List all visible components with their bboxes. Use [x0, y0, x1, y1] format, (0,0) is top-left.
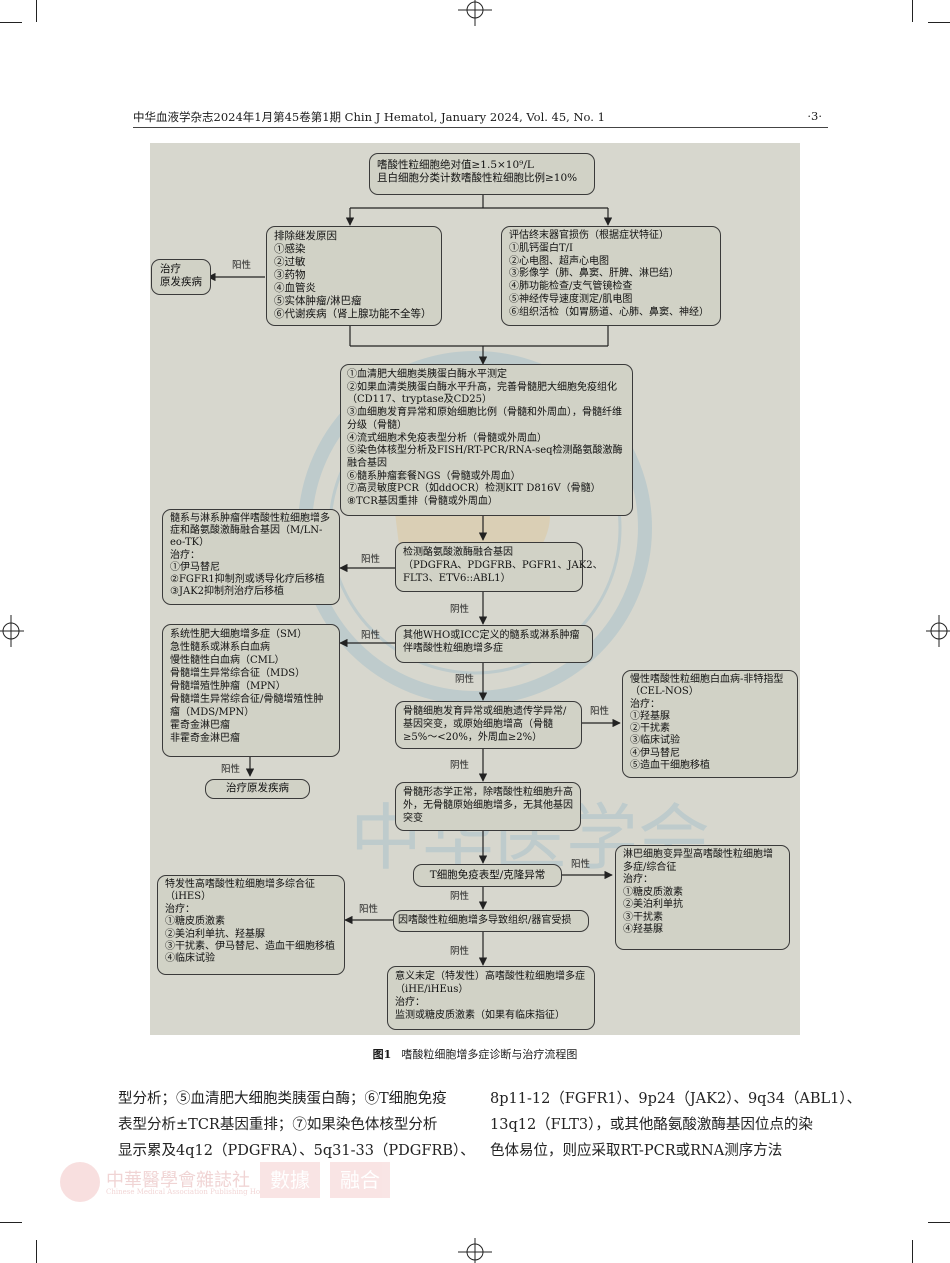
box-t-cell-abnormal: T细胞免疫表型/克隆异常: [413, 864, 562, 887]
box-treat-primary-2: 治疗原发疾病: [205, 779, 310, 799]
label-positive: 阳性: [361, 554, 381, 565]
label-positive: 阳性: [232, 260, 252, 271]
label-negative: 阴性: [450, 604, 470, 615]
body-column-right: 8p11-12（FGFR1）、9p24（JAK2）、9q34（ABL1）、 13…: [490, 1091, 862, 1159]
crop-mark: [36, 0, 37, 22]
crop-mark: [912, 1240, 913, 1263]
box-exclude-secondary: 排除继发原因 ①感染 ②过敏 ③药物 ④血管炎 ⑤实体肿瘤/淋巴瘤 ⑥代谢疾病（…: [266, 226, 442, 326]
crop-mark: [0, 1222, 22, 1223]
running-header: 中华血液学杂志2024年1月第45卷第1期 Chin J Hematol, Ja…: [133, 109, 822, 125]
caption-text: 嗜酸粒细胞增多症诊断与治疗流程图: [401, 1048, 578, 1061]
crop-mark: [36, 1240, 37, 1263]
box-other-diagnoses: 系统性肥大细胞增多症（SM） 急性髓系或淋系白血病 慢性髓性白血病（CML） 骨…: [162, 624, 340, 757]
box-cel-nos: 慢性嗜酸性粒细胞白血病-非特指型（CEL-NOS） 治疗： ①羟基脲 ②干扰素 …: [622, 670, 798, 778]
registration-mark-right: [926, 615, 950, 647]
box-organ-damage: 因嗜酸性粒细胞增多导致组织/器官受损: [393, 910, 589, 932]
header-rule: [133, 127, 828, 128]
box-treat-primary: 治疗 原发疾病: [151, 259, 211, 295]
label-negative: 阴性: [450, 891, 470, 902]
publisher-mark: 融合: [330, 1162, 390, 1198]
publisher-mark: 數據: [260, 1162, 320, 1198]
registration-mark-top: [458, 0, 492, 26]
label-positive: 阳性: [590, 706, 610, 717]
label-positive: 阳性: [359, 904, 379, 915]
box-tk-fusion-detection: 检测酪氨酸激酶融合基因 （PDGFRA、PDGFRB、PGFR1、JAK2、 F…: [395, 542, 603, 592]
box-organ-assessment: 评估终末器官损伤（根据症状特征） ①肌钙蛋白T/I ②心电图、超声心电图 ③影像…: [501, 226, 721, 326]
box-diagnostic-workup: ①血清肥大细胞类胰蛋白酶水平测定 ②如果血清类胰蛋白酶水平升高，完善骨髓肥大细胞…: [340, 364, 633, 516]
box-normal-marrow: 骨髓形态学正常，除嗜酸性粒细胞升高外，无骨髓原始细胞增多，无其他基因突变: [395, 782, 581, 831]
crop-mark: [928, 1222, 950, 1223]
figure-caption: 图1 嗜酸粒细胞增多症诊断与治疗流程图: [0, 1046, 950, 1062]
label-negative: 阴性: [450, 760, 470, 771]
label-positive: 阳性: [361, 630, 381, 641]
box-ihes: 特发性高嗜酸性粒细胞增多综合征（iHES） 治疗： ①糖皮质激素 ②美泊利单抗、…: [157, 875, 345, 975]
label-negative: 阴性: [455, 674, 475, 685]
crop-mark: [0, 22, 22, 23]
publisher-logo: 中華醫學會雜誌社 Chinese Medical Association Pub…: [60, 1162, 420, 1204]
box-who-icc-neoplasm: 其他WHO或ICC定义的髓系或淋系肿瘤伴嗜酸性粒细胞增多症: [395, 625, 593, 663]
box-abnormal-marrow: 骨髓细胞发育异常或细胞遗传学异常/基因突变，或原始细胞增高（骨髓≥5%～<20%…: [395, 701, 582, 749]
box-lymphocytic-variant: 淋巴细胞变异型高嗜酸性粒细胞增多症/综合征 治疗： ①糖皮质激素 ②美泊利单抗 …: [615, 845, 790, 950]
page-number: ·3·: [807, 109, 822, 123]
label-positive: 阳性: [571, 859, 591, 870]
body-column-left: 型分析；⑤血清肥大细胞类胰蛋白酶；⑥T细胞免疫 表型分析±TCR基因重排；⑦如果…: [118, 1091, 475, 1159]
flowchart-figure: 中华医学会: [150, 143, 800, 1035]
label-positive: 阳性: [221, 764, 241, 775]
publisher-emblem-icon: [60, 1162, 100, 1202]
registration-mark-left: [0, 615, 24, 647]
box-undetermined-significance: 意义未定（特发性）高嗜酸性粒细胞增多症（iHE/iHEus） 治疗： 监测或糖皮…: [387, 966, 595, 1030]
crop-mark: [912, 0, 913, 22]
caption-label: 图1: [372, 1048, 392, 1061]
box-eosinophil-criteria: 嗜酸性粒细胞绝对值≥1.5×10⁹/L 且白细胞分类计数嗜酸性粒细胞比例≥10%: [369, 153, 595, 195]
journal-citation: 中华血液学杂志2024年1月第45卷第1期 Chin J Hematol, Ja…: [133, 110, 605, 124]
crop-mark: [928, 22, 950, 23]
label-negative: 阴性: [450, 946, 470, 957]
registration-mark-bottom: [458, 1238, 492, 1263]
box-mln-eo-tk: 髓系与淋系肿瘤伴嗜酸性粒细胞增多症和酪氨酸激酶融合基因（M/LN-eo-TK） …: [162, 509, 340, 605]
